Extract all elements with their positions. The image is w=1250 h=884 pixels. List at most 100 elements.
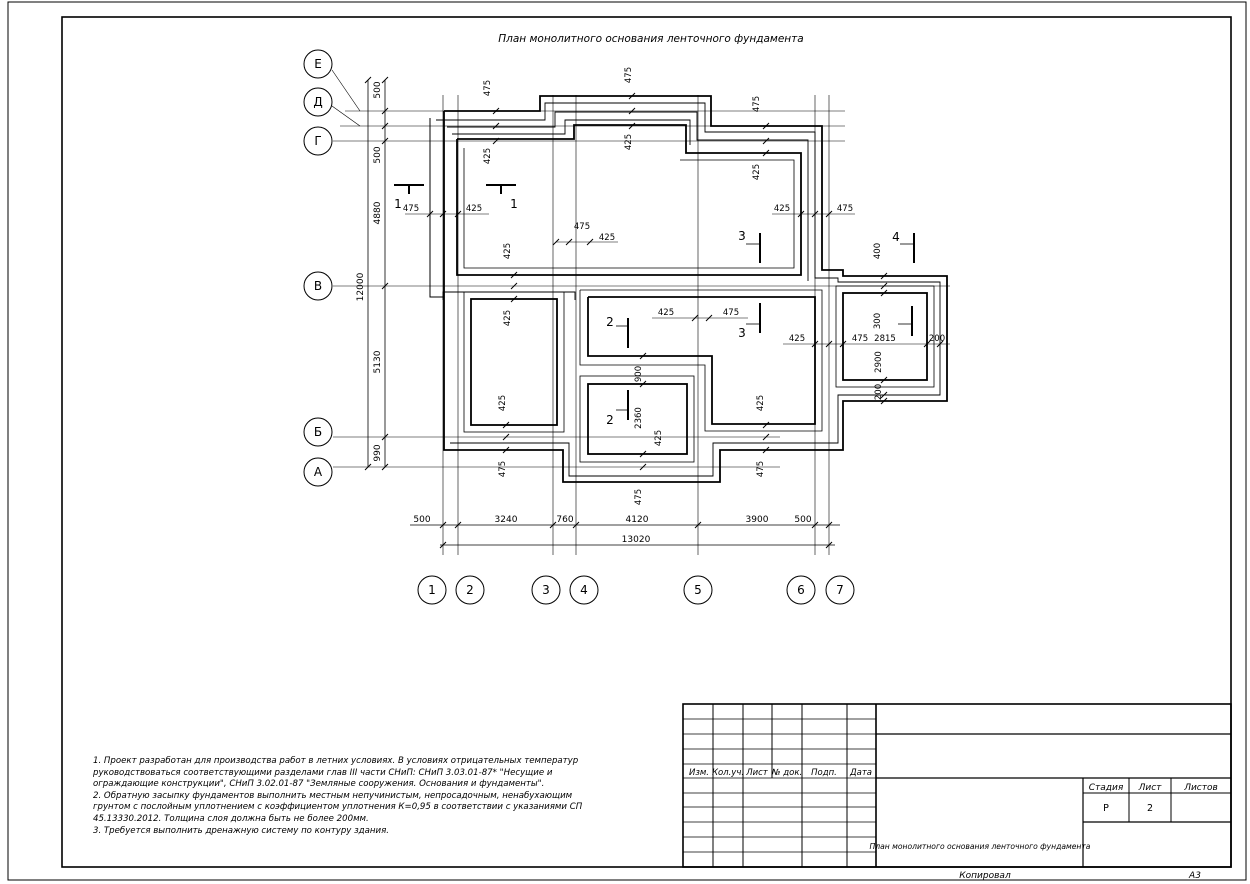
dim-tick [552,238,560,246]
dim-tick [639,450,647,458]
dim-tick [454,521,462,529]
dim-tick [364,76,372,84]
dim-tick [762,433,770,441]
note-3: 3. Требуется выполнить дренажную систему… [93,825,389,836]
footing-outline [443,95,948,483]
dim-left: 990 [373,444,383,461]
dim-wall: 2815 [874,334,896,344]
copied-label: Копировал [959,871,1011,881]
title-block [682,703,1232,868]
dim-tick [880,289,888,297]
dim-tick [880,376,888,384]
dim-tick [880,282,888,290]
dim-tick [880,391,888,399]
dim-wall: 425 [774,204,790,214]
dim-tick [381,282,389,290]
axis-label-number: 4 [580,583,588,597]
dim-wall: 475 [634,489,644,505]
dim-tick [439,541,447,549]
tb-drawing-name: План монолитного основания ленточного фу… [870,842,1091,851]
dim-tick [825,340,833,348]
dim-tick [381,433,389,441]
dim-wall: 425 [752,164,762,180]
axis-bubble-number [825,575,855,605]
dim-tick [439,521,447,529]
tb-stage-label: Стадия [1089,783,1124,793]
dim-tick [639,352,647,360]
dim-wall: 475 [403,204,419,214]
dim-tick [923,340,931,348]
axis-bubble-number [531,575,561,605]
dim-tick [364,463,372,471]
dim-tick [502,421,510,429]
dim-wall: 475 [483,80,493,96]
dim-tick [936,340,944,348]
dim-wall: 2360 [634,407,644,429]
axis-label-letter: Д [313,95,322,109]
tb-col-izm: Изм. [689,768,709,778]
dim-tick [502,433,510,441]
line [331,105,361,127]
room-2 [470,298,558,426]
axis-bubble-number [569,575,599,605]
dim-wall: 475 [756,461,766,477]
dim-tick [762,421,770,429]
dim-tick [825,541,833,549]
dim-tick [426,210,434,218]
dim-tick [454,210,462,218]
section-label: 2 [606,315,614,329]
inner-frame [61,16,1232,868]
outer-frame [7,1,1247,881]
tb-col-date: Дата [849,768,872,778]
dim-left: 500 [373,81,383,98]
dim-tick [502,446,510,454]
format-label: А3 [1188,871,1201,881]
footing-line-2 [436,102,941,477]
axis-bubble-letter [303,87,333,117]
dim-tick [797,210,805,218]
dim-wall: 425 [483,148,493,164]
axis-bubble-letter [303,49,333,79]
section-label: 1 [394,197,402,211]
axis-bubble-letter [303,271,333,301]
tb-sheets-label: Листов [1183,783,1218,793]
dim-tick [762,122,770,130]
dim-tick [694,521,702,529]
dim-tick [572,521,580,529]
dim-bottom: 500 [413,515,430,525]
dim-tick [510,295,518,303]
footing-line-3 [447,111,809,281]
dim-wall: 425 [503,243,513,259]
dim-wall: 475 [498,461,508,477]
dim-tick [586,238,594,246]
dim-tick [839,340,847,348]
room-1 [456,124,802,276]
dim-wall: 475 [723,308,739,318]
dim-tick [762,149,770,157]
dim-wall: 425 [789,334,805,344]
axis-label-number: 2 [466,583,474,597]
dim-wall: 425 [658,308,674,318]
axis-bubble-letter [303,417,333,447]
dim-tick [381,107,389,115]
section-label: 2 [606,413,614,427]
footing-line-4 [452,119,691,145]
footing-step [429,118,444,298]
general-notes: 1. Проект разработан для производства ра… [93,756,593,837]
dim-wall: 425 [503,310,513,326]
tb-sheet-value: 2 [1147,803,1153,814]
axis-label-letter: Е [314,57,322,71]
dim-wall: 475 [752,96,762,112]
dim-tick [381,76,389,84]
dim-tick [762,446,770,454]
dim-tick [492,107,500,115]
line [331,69,361,112]
dim-tick [381,463,389,471]
axis-label-number: 3 [542,583,550,597]
dim-left: 4880 [373,201,383,224]
dim-tick [811,340,819,348]
dim-left: 500 [373,146,383,163]
dim-tick [811,521,819,529]
